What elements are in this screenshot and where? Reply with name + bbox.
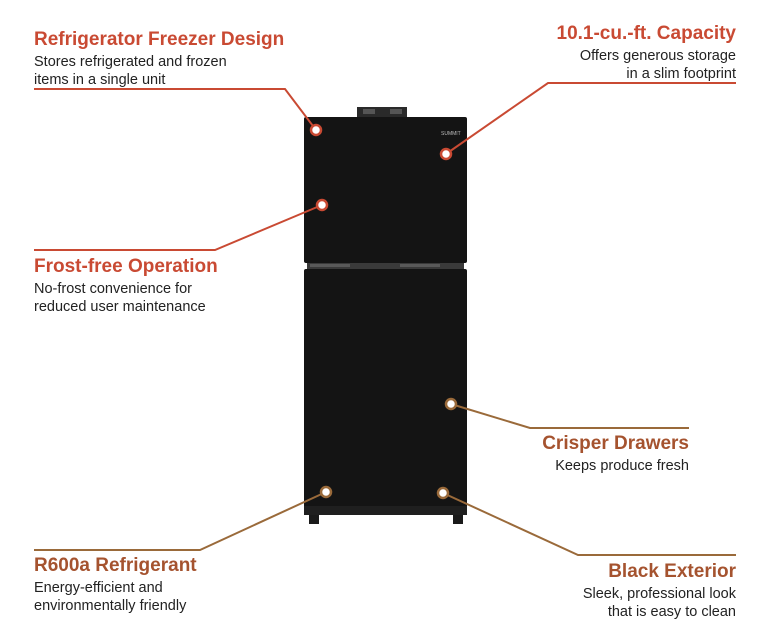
leader-line-capacity [445, 82, 736, 155]
callout-frost-free: Frost-free Operation No-frost convenienc… [34, 256, 218, 316]
leader-line-frost-free [34, 204, 323, 251]
hinge-detail [363, 109, 375, 114]
brand-badge: SUMMIT [441, 131, 461, 137]
callout-exterior: Black Exterior Sleek, professional look … [583, 561, 736, 621]
callout-title: 10.1-cu.-ft. Capacity [556, 23, 737, 44]
leader-line-crisper [450, 403, 689, 429]
callout-dot-frost-free [315, 198, 329, 212]
callout-dot-exterior [436, 486, 450, 500]
leveling-foot [453, 515, 463, 524]
callout-refrigerant: R600a Refrigerant Energy-efficient and e… [34, 555, 197, 615]
callout-dot-capacity [439, 147, 453, 161]
leader-line-refrigerant [34, 491, 327, 551]
hinge-detail [390, 109, 402, 114]
door-handle-recess [400, 264, 440, 267]
callout-description: Offers generous storage in a slim footpr… [579, 48, 736, 82]
callout-description: Energy-efficient and environmentally fri… [34, 580, 187, 614]
callout-capacity: 10.1-cu.-ft. Capacity Offers generous st… [557, 23, 737, 83]
callout-title: Crisper Drawers [542, 433, 689, 454]
callout-description: Keeps produce fresh [555, 458, 689, 474]
fridge-door [304, 269, 467, 514]
base-grille [304, 506, 467, 515]
callout-title: Frost-free Operation [34, 256, 218, 277]
leveling-foot [309, 515, 319, 524]
callout-description: Stores refrigerated and frozen items in … [34, 54, 227, 88]
callout-dot-refrigerant [319, 485, 333, 499]
callout-title: Refrigerator Freezer Design [34, 29, 285, 50]
leader-line-exterior [442, 492, 736, 556]
refrigerator-image: SUMMIT [304, 107, 467, 524]
callout-description: Sleek, professional look that is easy to… [582, 586, 736, 620]
callout-dot-crisper [444, 397, 458, 411]
callout-refrigerator-freezer: Refrigerator Freezer Design Stores refri… [34, 29, 284, 89]
door-handle-recess [310, 264, 350, 267]
callout-dot-refrigerator-freezer [309, 123, 323, 137]
callout-crisper: Crisper Drawers Keeps produce fresh [542, 433, 689, 475]
leader-line-refrigerator-freezer [34, 88, 317, 131]
callout-description: No-frost convenience for reduced user ma… [34, 281, 206, 315]
door-gap [307, 263, 464, 269]
callout-title: Black Exterior [608, 561, 736, 582]
callout-title: R600a Refrigerant [34, 555, 197, 576]
freezer-door [304, 117, 467, 263]
